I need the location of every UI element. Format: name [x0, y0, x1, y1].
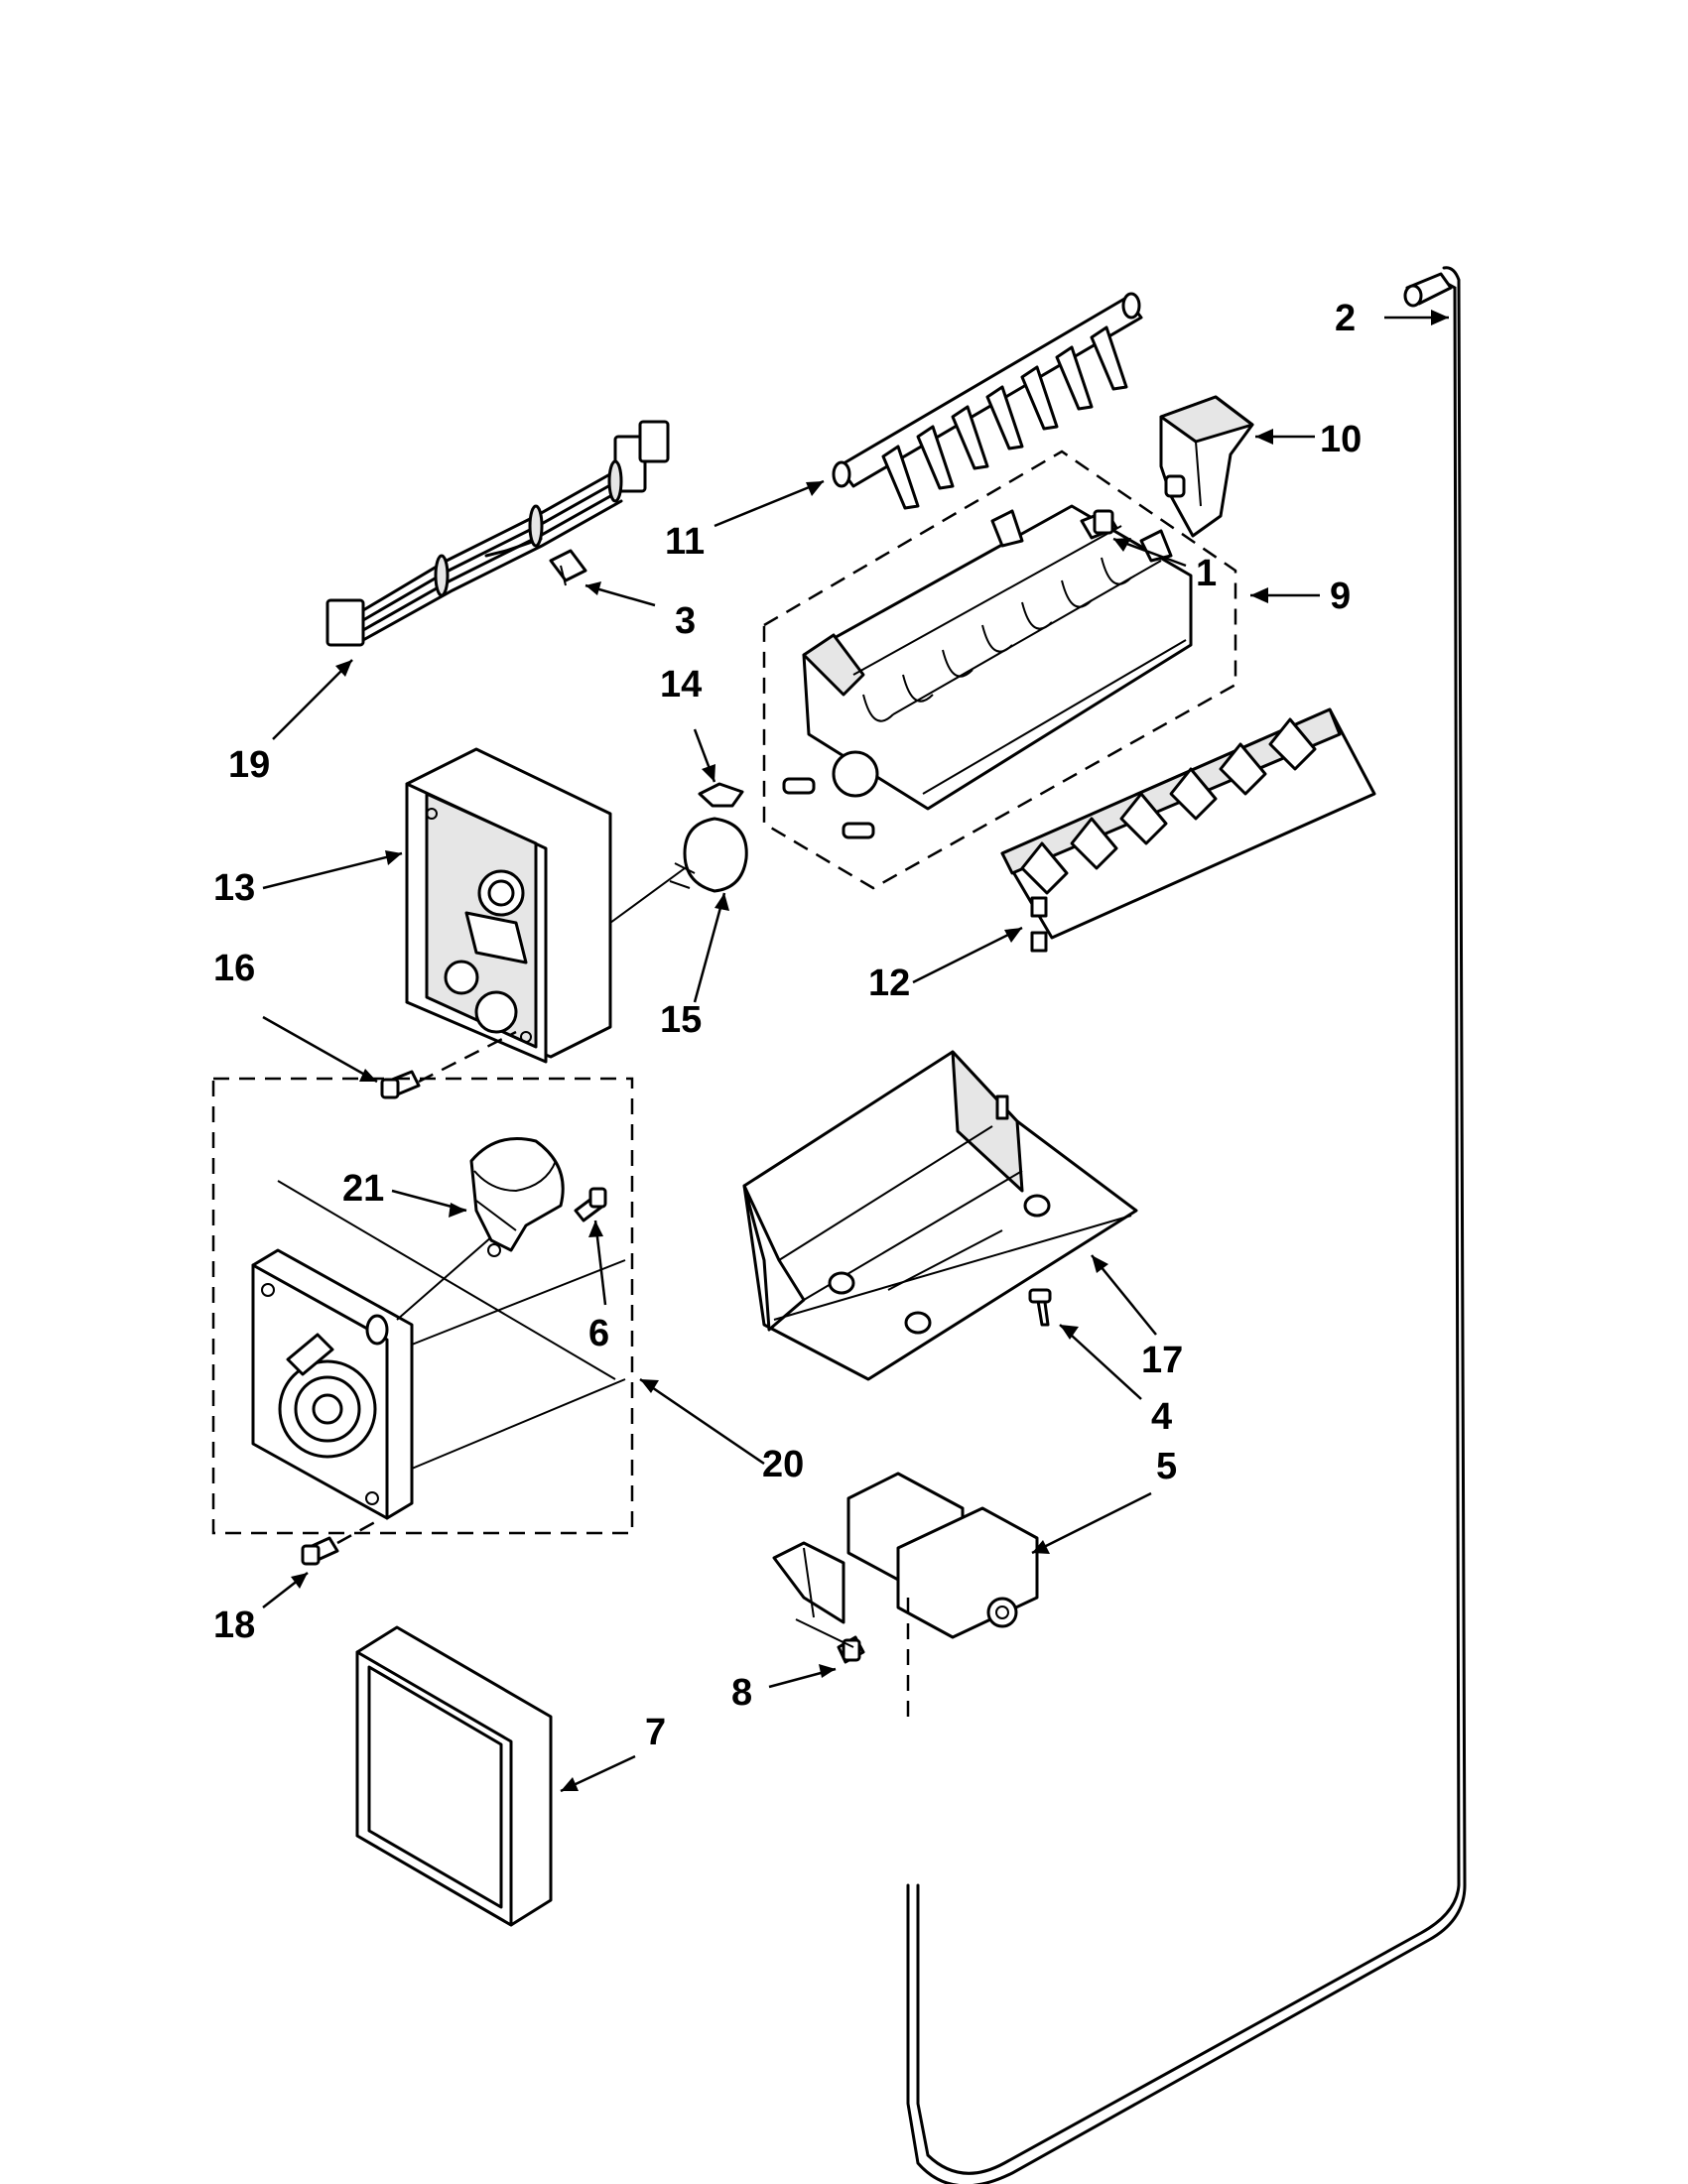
callout-17: 17 — [1141, 1340, 1183, 1381]
wire-harness-part — [325, 420, 670, 647]
callout-14: 14 — [660, 664, 702, 706]
leader-lines — [262, 310, 1449, 1793]
callout-15: 15 — [660, 999, 702, 1041]
leader-4 — [1059, 1324, 1142, 1400]
callout-11: 11 — [665, 521, 705, 563]
leader-13 — [262, 851, 403, 890]
ice-bin-part — [742, 1050, 1138, 1381]
stripper-part — [1000, 707, 1376, 953]
callout-20: 20 — [762, 1444, 804, 1485]
callout-1: 1 — [1196, 553, 1217, 594]
leader-20 — [639, 1377, 765, 1466]
housing-screw-part — [380, 1030, 517, 1099]
callout-6: 6 — [588, 1313, 609, 1354]
ejector-blade-part — [832, 292, 1143, 510]
callout-labels: 1 2 3 4 5 6 7 8 9 10 11 12 13 14 15 16 1… — [213, 298, 1362, 1753]
callout-3: 3 — [675, 600, 696, 642]
leader-16 — [262, 1015, 378, 1084]
thermostat-clip-part — [698, 782, 744, 808]
callout-9: 9 — [1330, 576, 1351, 617]
control-housing-part — [405, 747, 612, 1064]
callout-10: 10 — [1320, 419, 1362, 460]
ice-maker-screw-part — [1080, 509, 1118, 540]
callout-13: 13 — [213, 867, 255, 909]
water-valve-part — [772, 1472, 1039, 1717]
callout-16: 16 — [213, 948, 255, 989]
leader-12 — [912, 926, 1023, 984]
thermostat-part — [609, 817, 748, 924]
callout-2: 2 — [1335, 298, 1356, 339]
callout-8: 8 — [731, 1672, 752, 1714]
module-screw-part — [301, 1516, 383, 1566]
cover-part — [355, 1625, 553, 1927]
motor-module-part — [211, 1077, 634, 1535]
leader-11 — [714, 479, 825, 528]
callout-4: 4 — [1151, 1396, 1172, 1438]
motor-part — [469, 1137, 565, 1257]
fill-cup-part — [1159, 395, 1254, 538]
bin-screw-part — [1028, 1288, 1052, 1327]
valve-screw-part — [795, 1618, 865, 1664]
leader-19 — [272, 659, 353, 740]
callout-7: 7 — [645, 1712, 666, 1753]
ice-maker-assembly-part — [762, 450, 1237, 890]
arrowheads — [291, 310, 1449, 1791]
callout-19: 19 — [228, 744, 270, 786]
harness-clip-part — [549, 549, 587, 586]
motor-screw-part — [574, 1187, 607, 1222]
fill-tube-part — [906, 266, 1467, 2184]
leader-5 — [1031, 1491, 1152, 1555]
callout-5: 5 — [1156, 1446, 1177, 1487]
callout-18: 18 — [213, 1605, 255, 1646]
callout-12: 12 — [868, 963, 910, 1004]
callout-21: 21 — [342, 1168, 384, 1210]
leader-15 — [693, 892, 726, 1003]
